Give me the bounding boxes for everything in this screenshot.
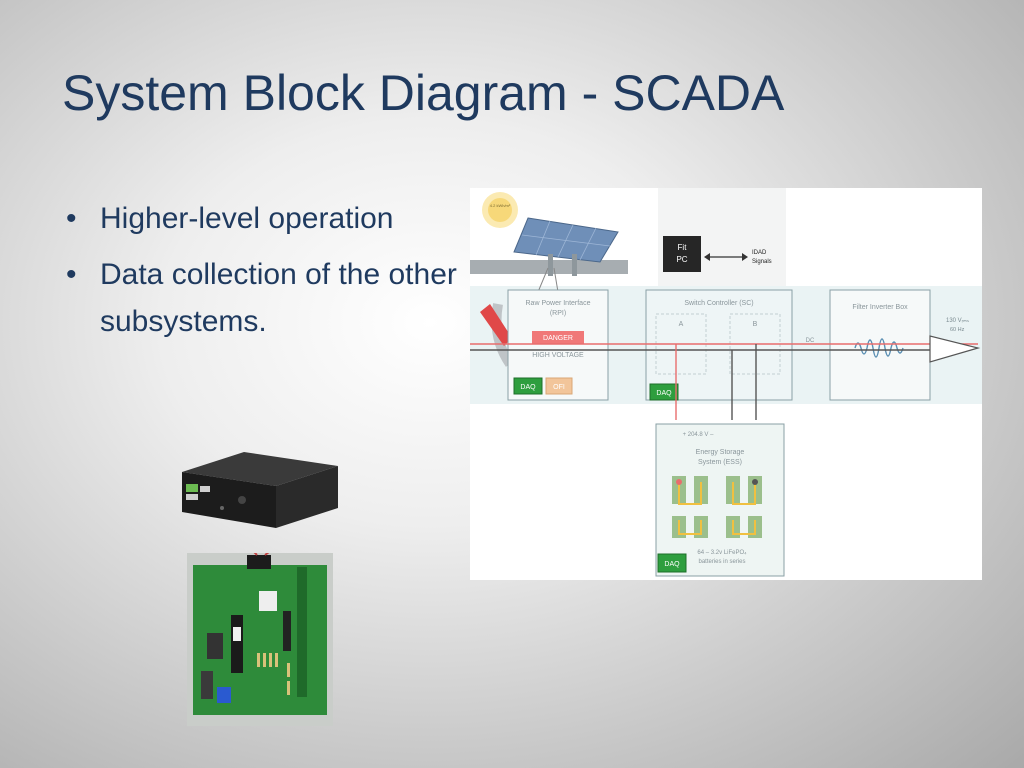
solar-panel-icon	[470, 217, 628, 276]
rpi-daq-label: DAQ	[520, 384, 536, 391]
rpi-high-voltage-label: HIGH VOLTAGE	[532, 352, 584, 359]
bullet-text: Higher-level operation	[100, 202, 394, 235]
ess-title-line2: System (ESS)	[698, 459, 742, 466]
bullet-item: • Higher-level operation	[60, 196, 460, 243]
pc-label-line2: PC	[676, 255, 687, 264]
battery-array	[672, 476, 762, 538]
sun-label: 4.2 kWh/m²	[490, 203, 511, 208]
sc-section-a: A	[679, 321, 684, 328]
fib-output-line1: 130 Vᵣₘₛ	[946, 318, 969, 324]
fib-output-line2: 60 Hz	[950, 327, 965, 333]
breaker-handle-icon	[480, 303, 515, 367]
rpi-title-line2: (RPI)	[550, 310, 566, 317]
sc-title: Switch Controller (SC)	[684, 300, 753, 307]
bullet-item: • Data collection of the other subsystems…	[60, 252, 460, 346]
ess-note-line1: 64 – 3.2v LiFePO₄	[697, 550, 747, 556]
sc-dc-label: DC	[806, 338, 815, 344]
ess-note-line2: batteries in series	[698, 559, 745, 565]
pc-enclosure-photo	[182, 452, 338, 528]
idad-label-line2: Signals	[752, 259, 772, 265]
fib-title: Filter Inverter Box	[852, 304, 908, 311]
sc-section-b: B	[753, 321, 758, 328]
rpi-ofi-label: OFI	[553, 384, 565, 391]
pc-label-line1: Fit	[678, 243, 688, 252]
rpi-danger-label: DANGER	[543, 335, 573, 342]
ess-voltage-label: + 204.8 V –	[683, 432, 715, 438]
ess-daq-label: DAQ	[664, 561, 680, 568]
idad-label-line1: IDAD	[752, 250, 767, 256]
ess-title-line1: Energy Storage	[696, 449, 745, 456]
sun-icon: 4.2 kWh/m²	[482, 192, 518, 228]
rpi-title-line1: Raw Power Interface	[526, 300, 591, 307]
slide-title: System Block Diagram - SCADA	[62, 65, 785, 121]
bullet-text: Data collection of the other subsystems.	[100, 257, 457, 338]
system-block-diagram: 4.2 kWh/m² Fit PC IDAD Signals Raw Power…	[470, 188, 982, 580]
bullet-icon: •	[66, 257, 77, 291]
daq-circuit-board-photo	[187, 553, 333, 726]
bullet-list: • Higher-level operation • Data collection…	[60, 196, 460, 354]
bullet-icon: •	[66, 202, 77, 235]
sc-daq-label: DAQ	[656, 390, 672, 397]
